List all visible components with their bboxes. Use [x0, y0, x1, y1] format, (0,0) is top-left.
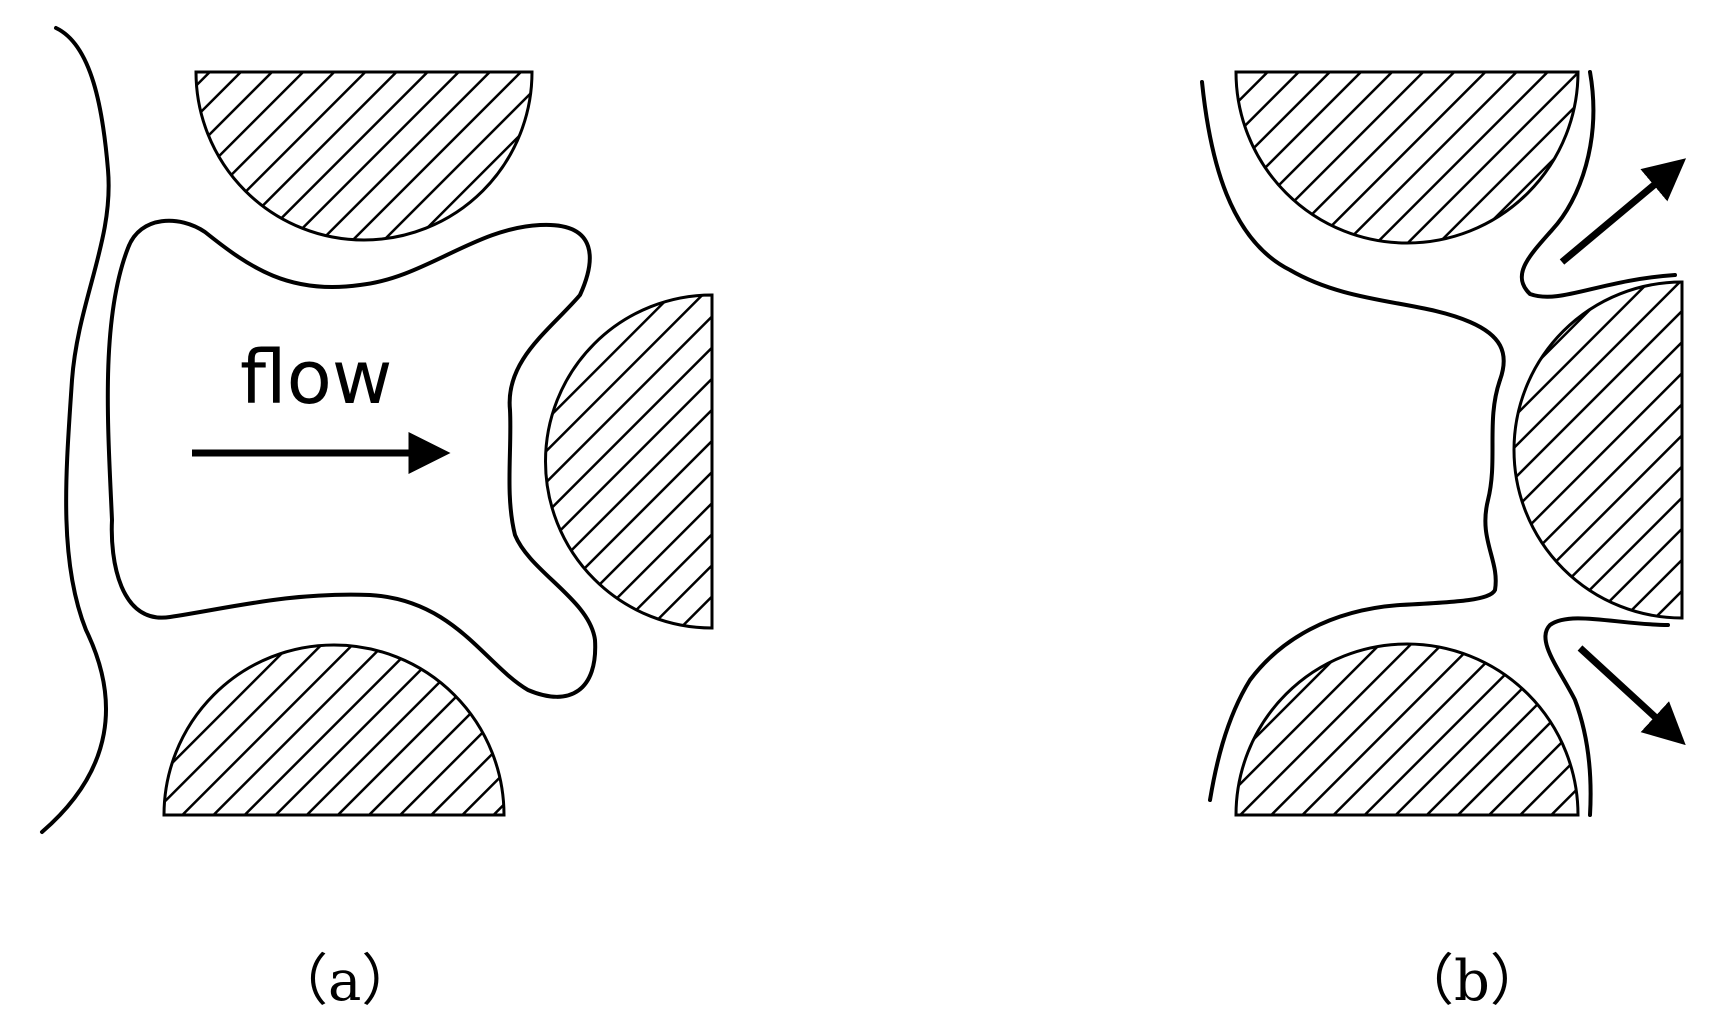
grain-bottom-b	[1234, 642, 1580, 817]
grain-bottom-a	[162, 643, 506, 817]
escape-arrow-up	[1559, 158, 1687, 265]
panel-a: flow （a）	[40, 26, 714, 1014]
left-interface-a	[40, 26, 111, 834]
interface-middle-b	[1208, 378, 1502, 802]
grain-top-b	[1234, 70, 1580, 245]
pore-interface-a	[105, 218, 598, 699]
interface-upper-throat-b	[1519, 70, 1677, 299]
panel-label-a: （a）	[272, 949, 417, 1014]
grain-top-a	[194, 70, 534, 242]
flow-label: flow	[240, 335, 392, 421]
interface-lower-throat-b	[1543, 616, 1670, 817]
panel-b: （b）	[1200, 70, 1687, 1014]
interface-upper-b	[1200, 80, 1506, 382]
grain-right-b	[1512, 280, 1684, 620]
escape-arrow-down	[1577, 645, 1686, 746]
panel-label-b: （b）	[1398, 949, 1546, 1014]
grain-right-a	[544, 293, 714, 630]
